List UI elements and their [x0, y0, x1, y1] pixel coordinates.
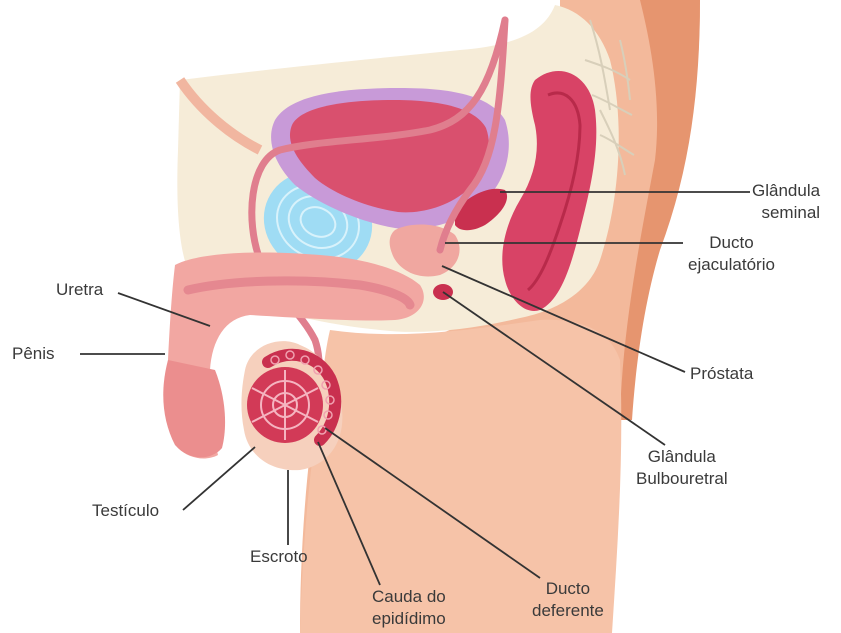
- label-glandula-bulbouretral: Glândula Bulbouretral: [636, 446, 728, 490]
- label-testiculo: Testículo: [92, 500, 159, 522]
- label-glandula-seminal: Glândula seminal: [752, 180, 820, 224]
- label-ducto-ejaculatorio: Ducto ejaculatório: [688, 232, 775, 276]
- label-uretra: Uretra: [56, 279, 103, 301]
- label-cauda-epididimo-line1: Cauda do: [372, 586, 446, 608]
- label-ducto-deferente-line2: deferente: [532, 600, 604, 622]
- glans: [163, 360, 225, 457]
- label-glandula-seminal-line2: seminal: [752, 202, 820, 224]
- label-escroto: Escroto: [250, 546, 308, 568]
- label-cauda-epididimo: Cauda do epidídimo: [372, 586, 446, 630]
- label-penis: Pênis: [12, 343, 55, 365]
- label-ducto-deferente: Ducto deferente: [532, 578, 604, 622]
- label-ducto-ejaculatorio-line1: Ducto: [688, 232, 775, 254]
- label-cauda-epididimo-line2: epidídimo: [372, 608, 446, 630]
- label-ducto-deferente-line1: Ducto: [532, 578, 604, 600]
- label-glandula-bulbouretral-line2: Bulbouretral: [636, 468, 728, 490]
- label-glandula-bulbouretral-line1: Glândula: [636, 446, 728, 468]
- label-prostata: Próstata: [690, 363, 753, 385]
- label-glandula-seminal-line1: Glândula: [752, 180, 820, 202]
- label-ducto-ejaculatorio-line2: ejaculatório: [688, 254, 775, 276]
